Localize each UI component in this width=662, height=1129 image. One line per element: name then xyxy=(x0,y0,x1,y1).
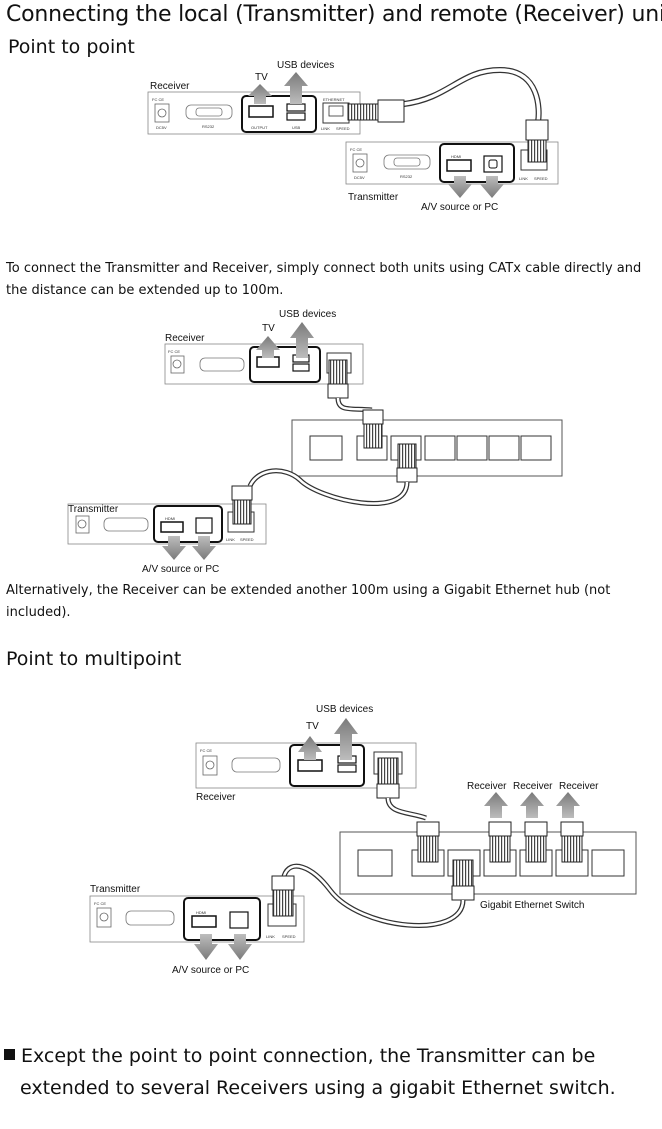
svg-text:FC CE: FC CE xyxy=(152,97,164,102)
svg-text:LINK: LINK xyxy=(321,126,330,131)
remote-receiver-label: Receiver xyxy=(513,781,553,792)
svg-text:LINK: LINK xyxy=(519,176,528,181)
remote-receiver-3: Receiver xyxy=(556,781,599,863)
tv-arrow-icon xyxy=(298,736,322,760)
av-source-arrow-icon xyxy=(162,536,186,560)
svg-text:OUTPUT: OUTPUT xyxy=(251,125,268,130)
svg-text:RS232: RS232 xyxy=(202,124,215,129)
footer-line-1: Except the point to point connection, th… xyxy=(21,1045,596,1067)
svg-text:HDMI: HDMI xyxy=(196,910,206,915)
receiver-label: Receiver xyxy=(150,81,190,92)
usb-arrow-icon xyxy=(290,322,314,358)
svg-text:LINK: LINK xyxy=(266,934,275,939)
receiver-unit: FC CE DC5V RS232 OUTPUT USB ETHERNET LIN… xyxy=(147,91,361,135)
transmitter-label: Transmitter xyxy=(90,884,141,895)
section-title-point-to-multipoint: Point to multipoint xyxy=(6,648,182,670)
svg-text:FC CE: FC CE xyxy=(200,748,212,753)
pc-arrow-icon xyxy=(192,536,216,560)
av-source-label: A/V source or PC xyxy=(142,564,219,575)
diagram-point-to-multipoint: TV USB devices FC CE Receiver xyxy=(89,704,637,976)
tv-label: TV xyxy=(306,721,319,732)
pc-arrow-icon xyxy=(480,176,504,198)
remote-receiver-label: Receiver xyxy=(559,781,599,792)
receiver-arrow-icon xyxy=(556,792,580,818)
rj45-plug-vertical xyxy=(525,119,549,163)
svg-text:SPEED: SPEED xyxy=(240,537,254,542)
tv-label: TV xyxy=(262,323,275,334)
usb-devices-label: USB devices xyxy=(277,60,334,71)
diagram-point-to-point: FC CE DC5V RS232 OUTPUT USB ETHERNET LIN… xyxy=(147,60,559,213)
transmitter-label: Transmitter xyxy=(348,192,399,203)
remote-receiver-label: Receiver xyxy=(467,781,507,792)
usb-devices-label: USB devices xyxy=(279,309,336,320)
usb-devices-label: USB devices xyxy=(316,704,373,715)
svg-text:ETHERNET: ETHERNET xyxy=(323,97,345,102)
svg-text:FC CE: FC CE xyxy=(94,901,106,906)
diagram-hub-extension: Receiver TV USB devices FC CE xyxy=(67,309,563,575)
svg-text:HDMI: HDMI xyxy=(451,154,461,159)
svg-text:SPEED: SPEED xyxy=(336,126,350,131)
cat-cable xyxy=(403,66,542,123)
paragraph-direct-connection: To connect the Transmitter and Receiver,… xyxy=(6,261,642,298)
footer-note: Except the point to point connection, th… xyxy=(4,1040,660,1104)
transmitter-label: Transmitter xyxy=(68,504,119,515)
switch-label: Gigabit Ethernet Switch xyxy=(480,900,585,911)
svg-text:SPEED: SPEED xyxy=(282,934,296,939)
bullet-square-icon xyxy=(4,1049,15,1060)
gigabit-ethernet-switch xyxy=(339,831,637,895)
svg-text:SPEED: SPEED xyxy=(534,176,548,181)
receiver-arrow-icon xyxy=(520,792,544,818)
remote-receiver-1: Receiver xyxy=(467,781,512,863)
tv-arrow-icon xyxy=(256,336,280,358)
av-source-arrow-icon xyxy=(194,934,218,960)
usb-arrow-icon xyxy=(334,718,358,760)
section-title-point-to-point: Point to point xyxy=(8,36,135,58)
svg-text:DC5V: DC5V xyxy=(354,175,365,180)
svg-text:LINK: LINK xyxy=(226,537,235,542)
remote-receiver-2: Receiver xyxy=(513,781,553,863)
tv-label: TV xyxy=(255,72,268,83)
pc-arrow-icon xyxy=(228,934,252,960)
svg-text:DC5V: DC5V xyxy=(156,125,167,130)
transmitter-unit: FC CE HDMI LINK SPEED xyxy=(89,895,305,943)
svg-text:HDMI: HDMI xyxy=(165,516,175,521)
tv-arrow-icon xyxy=(248,84,272,104)
receiver-label: Receiver xyxy=(196,792,236,803)
footer-line-2: extended to several Receivers using a gi… xyxy=(20,1077,616,1099)
ethernet-hub xyxy=(291,419,563,477)
svg-text:RS232: RS232 xyxy=(400,174,413,179)
svg-text:USB: USB xyxy=(292,125,301,130)
receiver-arrow-icon xyxy=(484,792,508,818)
av-source-label: A/V source or PC xyxy=(172,965,249,976)
transmitter-unit: FC CE DC5V RS232 HDMI LINK SPEED xyxy=(345,141,559,185)
svg-text:FC CE: FC CE xyxy=(350,147,362,152)
rj45-plug-horizontal xyxy=(347,99,405,123)
page-title: Connecting the local (Transmitter) and r… xyxy=(6,2,662,27)
usb-arrow-icon xyxy=(284,72,308,104)
av-source-arrow-icon xyxy=(448,176,472,198)
receiver-label: Receiver xyxy=(165,333,205,344)
av-source-label: A/V source or PC xyxy=(421,202,498,213)
svg-text:FC CE: FC CE xyxy=(168,349,180,354)
paragraph-hub-extension: Alternatively, the Receiver can be exten… xyxy=(6,583,611,620)
